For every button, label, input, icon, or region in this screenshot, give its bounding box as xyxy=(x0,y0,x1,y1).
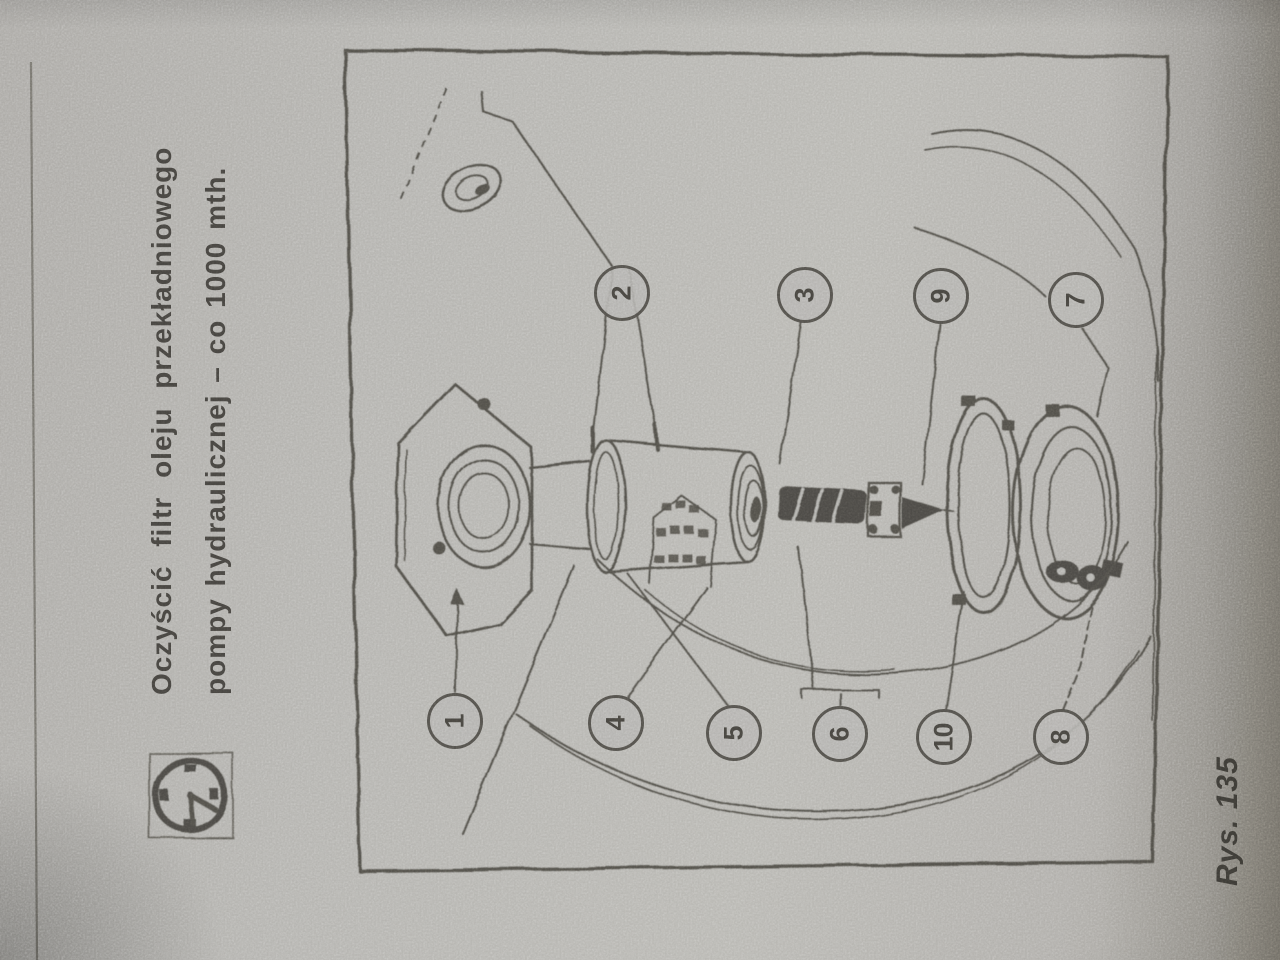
callout-1: 1 xyxy=(427,693,483,749)
valve-assembly xyxy=(866,480,902,538)
valve-cone xyxy=(902,497,954,529)
instruction-text: Oczyścić filtr oleju przekładniowego pom… xyxy=(135,55,247,695)
instruction-line-1: Oczyścić filtr oleju przekładniowego xyxy=(146,146,177,695)
relief-spring xyxy=(777,486,867,525)
callout-7: 7 xyxy=(1048,272,1104,328)
drain-plug xyxy=(1047,559,1124,591)
perforation-detail xyxy=(649,494,718,587)
figure-caption: Rys. 135 xyxy=(1211,756,1244,886)
callout-9: 9 xyxy=(913,268,969,324)
flange-plate xyxy=(394,382,534,638)
callout-3: 3 xyxy=(777,267,833,323)
callout-5: 5 xyxy=(706,705,762,761)
seal-ring-part xyxy=(400,87,614,268)
callout-8: 8 xyxy=(1033,709,1089,765)
callout-10: 10 xyxy=(916,709,972,765)
page-margin-rule xyxy=(29,61,39,960)
callout-6: 6 xyxy=(812,706,868,762)
callout-2: 2 xyxy=(594,265,650,321)
callout-4: 4 xyxy=(588,695,644,751)
instruction-line-2: pompy hydraulicznej – co 1000 mth. xyxy=(200,166,231,695)
clock-icon xyxy=(148,752,234,839)
filter-neck xyxy=(528,460,592,551)
